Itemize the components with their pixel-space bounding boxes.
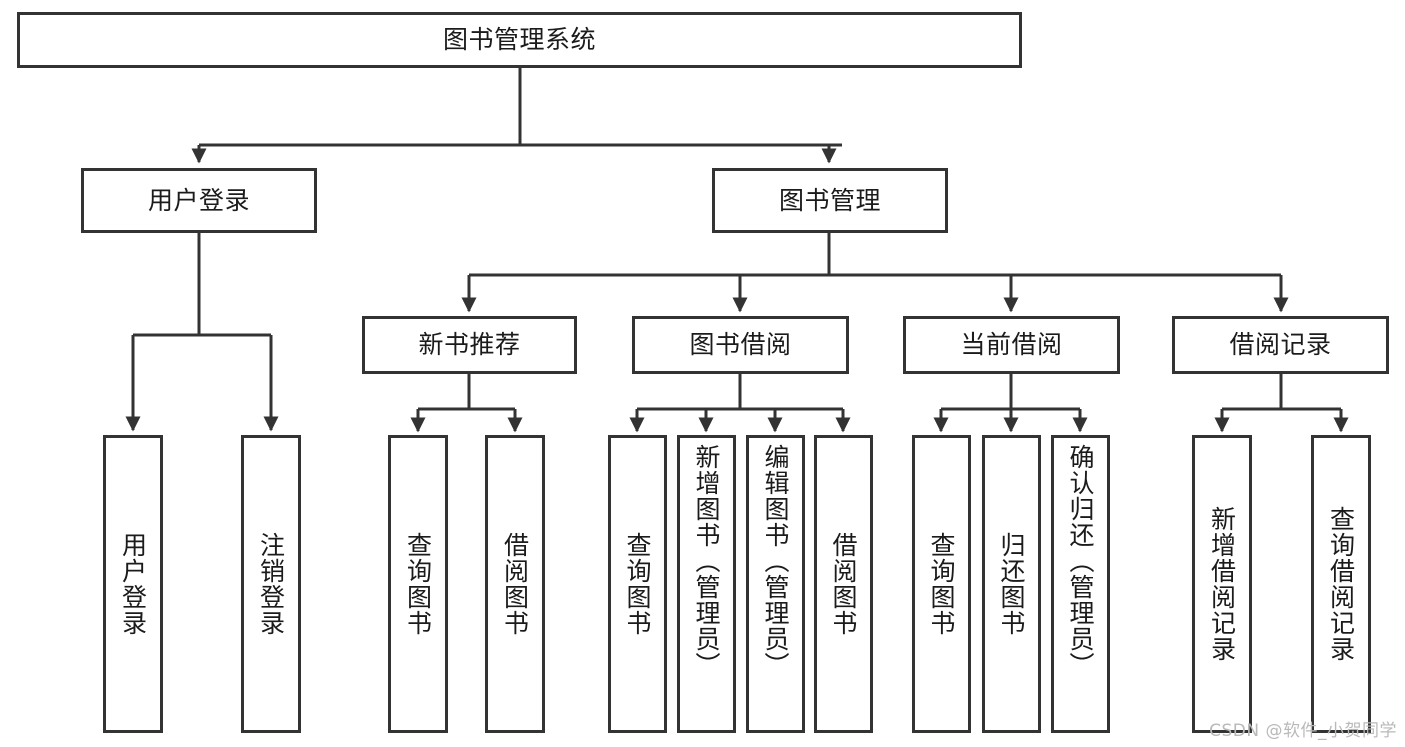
leaf-current-borrow-return-label: 归还图书 xyxy=(997,532,1026,636)
node-borrow-record-label: 借阅记录 xyxy=(1229,330,1332,360)
leaf-current-borrow-confirm-label: 确认归还（管理员） xyxy=(1066,444,1095,678)
leaf-new-book-borrow[interactable]: 借阅图书 xyxy=(485,435,545,733)
leaf-borrow-record-add-label: 新增借阅记录 xyxy=(1207,506,1237,662)
node-book-management-label: 图书管理 xyxy=(778,185,881,215)
node-user-login[interactable]: 用户登录 xyxy=(81,168,317,233)
watermark-text: CSDN @软件_小贺同学 xyxy=(1209,721,1397,741)
leaf-current-borrow-query[interactable]: 查询图书 xyxy=(912,435,971,733)
leaf-borrow-record-query-label: 查询借阅记录 xyxy=(1326,506,1356,662)
leaf-user-login-logout[interactable]: 注销登录 xyxy=(241,435,301,733)
node-user-login-label: 用户登录 xyxy=(147,185,250,215)
leaf-book-borrow-add-label: 新增图书（管理员） xyxy=(692,444,721,678)
leaf-current-borrow-query-label: 查询图书 xyxy=(927,532,956,636)
node-root-label: 图书管理系统 xyxy=(442,25,596,55)
node-new-book-recommend-label: 新书推荐 xyxy=(418,330,521,360)
node-new-book-recommend[interactable]: 新书推荐 xyxy=(362,316,577,374)
leaf-new-book-query[interactable]: 查询图书 xyxy=(388,435,448,733)
leaf-user-login-login-label: 用户登录 xyxy=(118,532,148,636)
node-current-borrow-label: 当前借阅 xyxy=(960,330,1063,360)
node-book-borrow[interactable]: 图书借阅 xyxy=(632,316,849,374)
node-current-borrow[interactable]: 当前借阅 xyxy=(903,316,1120,374)
leaf-book-borrow-edit-label: 编辑图书（管理员） xyxy=(761,444,790,678)
leaf-book-borrow-edit[interactable]: 编辑图书（管理员） xyxy=(746,435,805,733)
leaf-book-borrow-query-label: 查询图书 xyxy=(623,532,652,636)
node-borrow-record[interactable]: 借阅记录 xyxy=(1172,316,1389,374)
leaf-borrow-record-query[interactable]: 查询借阅记录 xyxy=(1311,435,1371,733)
leaf-book-borrow-query[interactable]: 查询图书 xyxy=(608,435,667,733)
leaf-user-login-logout-label: 注销登录 xyxy=(256,532,286,636)
leaf-current-borrow-confirm[interactable]: 确认归还（管理员） xyxy=(1051,435,1110,733)
leaf-book-borrow-borrow-label: 借阅图书 xyxy=(829,532,858,636)
node-root[interactable]: 图书管理系统 xyxy=(17,12,1022,68)
leaf-new-book-borrow-label: 借阅图书 xyxy=(500,532,530,636)
leaf-user-login-login[interactable]: 用户登录 xyxy=(103,435,163,733)
node-book-management[interactable]: 图书管理 xyxy=(712,168,948,233)
leaf-borrow-record-add[interactable]: 新增借阅记录 xyxy=(1192,435,1252,733)
leaf-book-borrow-borrow[interactable]: 借阅图书 xyxy=(814,435,873,733)
leaf-current-borrow-return[interactable]: 归还图书 xyxy=(982,435,1041,733)
node-book-borrow-label: 图书借阅 xyxy=(689,330,792,360)
leaf-book-borrow-add[interactable]: 新增图书（管理员） xyxy=(677,435,736,733)
leaf-new-book-query-label: 查询图书 xyxy=(403,532,433,636)
